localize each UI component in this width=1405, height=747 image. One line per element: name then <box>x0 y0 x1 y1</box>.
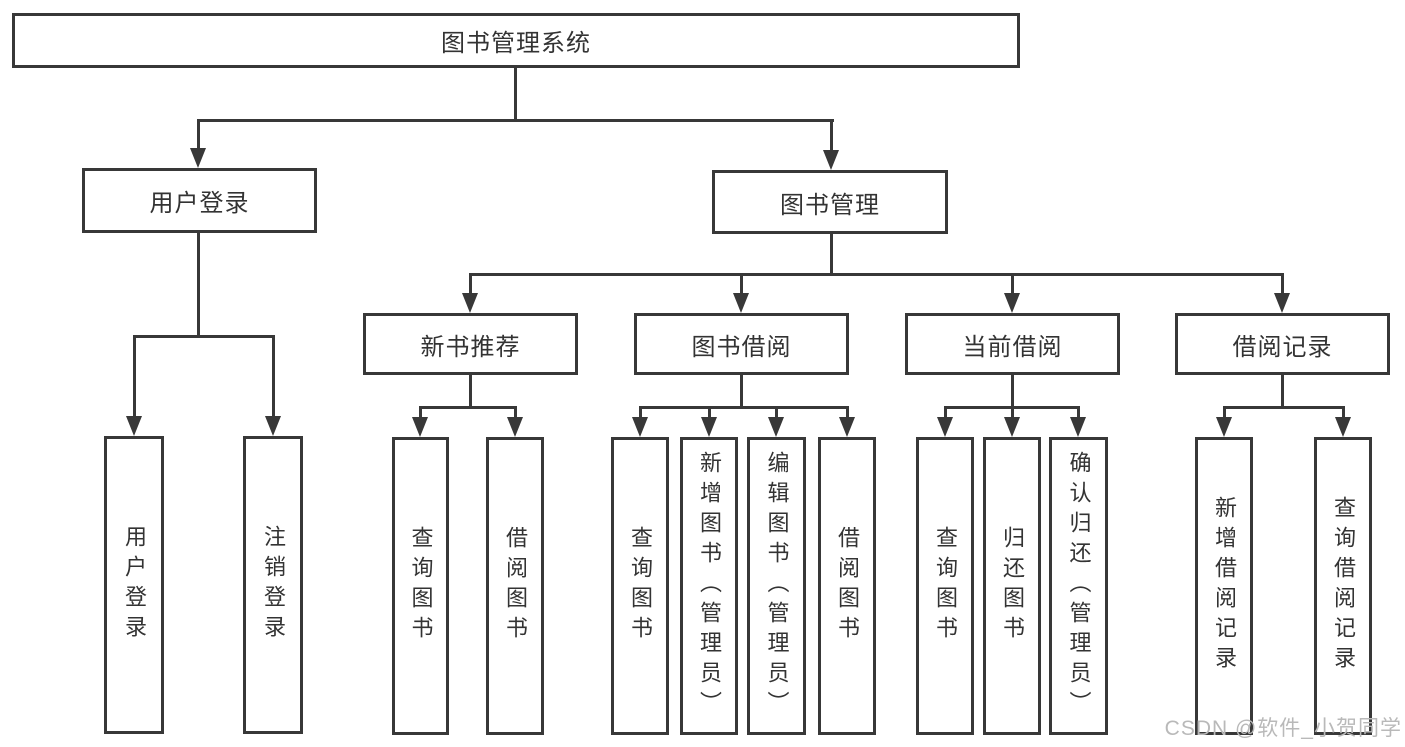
leaf-query-books-1: 查询图书 <box>392 437 449 735</box>
node-borrow-records-label: 借阅记录 <box>1232 333 1333 361</box>
connector-line <box>740 373 743 406</box>
node-book-borrow: 图书借阅 <box>634 313 849 375</box>
arrow-down-icon <box>823 150 839 170</box>
leaf-edit-books-admin: 编辑图书（管理员） <box>747 437 806 735</box>
node-user-login-label: 用户登录 <box>149 190 250 217</box>
connector-line <box>419 406 517 409</box>
connector-line <box>133 335 136 416</box>
arrow-down-icon <box>126 416 142 436</box>
arrow-down-icon <box>1070 417 1086 437</box>
connector-line <box>830 119 833 150</box>
connector-line <box>944 406 947 417</box>
arrow-down-icon <box>768 417 784 437</box>
leaf-label: 注销登录 <box>261 525 286 645</box>
leaf-query-books-3: 查询图书 <box>916 437 974 735</box>
leaf-logout: 注销登录 <box>243 436 303 734</box>
node-current-borrow-label: 当前借阅 <box>962 333 1063 361</box>
connector-line <box>133 335 275 338</box>
connector-line <box>1342 406 1345 417</box>
connector-line <box>1281 373 1284 406</box>
connector-line <box>514 66 517 119</box>
leaf-add-borrow-record: 新增借阅记录 <box>1195 437 1253 735</box>
leaf-user-login: 用户登录 <box>104 436 164 734</box>
leaf-borrow-books-1: 借阅图书 <box>486 437 544 735</box>
connector-line <box>1077 406 1080 417</box>
connector-line <box>846 406 849 417</box>
connector-line <box>830 232 833 273</box>
connector-line <box>197 231 200 335</box>
arrow-down-icon <box>937 417 953 437</box>
arrow-down-icon <box>507 417 523 437</box>
arrow-down-icon <box>1004 417 1020 437</box>
connector-line <box>740 273 743 293</box>
connector-line <box>469 273 472 293</box>
node-book-management-label: 图书管理 <box>780 191 880 219</box>
connector-line <box>469 273 1284 276</box>
node-current-borrow: 当前借阅 <box>905 313 1120 375</box>
connector-line <box>639 406 849 409</box>
leaf-return-books: 归还图书 <box>983 437 1041 735</box>
node-book-borrow-label: 图书借阅 <box>691 333 792 361</box>
connector-line <box>775 406 778 417</box>
connector-line <box>1223 406 1345 409</box>
connector-line <box>197 119 834 122</box>
leaf-borrow-books-2: 借阅图书 <box>818 437 876 735</box>
leaf-label: 查询借阅记录 <box>1331 496 1356 676</box>
arrow-down-icon <box>733 293 749 313</box>
leaf-label: 确认归还（管理员） <box>1066 451 1092 721</box>
connector-line <box>639 406 642 417</box>
node-new-book-recommend: 新书推荐 <box>363 313 578 375</box>
connector-line <box>419 406 422 417</box>
connector-line <box>1011 373 1014 406</box>
leaf-confirm-return-admin: 确认归还（管理员） <box>1049 437 1108 735</box>
arrow-down-icon <box>839 417 855 437</box>
arrow-down-icon <box>1004 293 1020 313</box>
arrow-down-icon <box>190 148 206 168</box>
node-borrow-records: 借阅记录 <box>1175 313 1390 375</box>
node-root: 图书管理系统 <box>12 13 1020 68</box>
connector-line <box>272 335 275 416</box>
connector-line <box>1223 406 1226 417</box>
leaf-label: 归还图书 <box>1000 526 1025 646</box>
leaf-query-books-2: 查询图书 <box>611 437 669 735</box>
arrow-down-icon <box>265 416 281 436</box>
csdn-watermark: CSDN @软件_小贺同学 <box>1164 717 1402 740</box>
leaf-label: 借阅图书 <box>835 526 860 646</box>
arrow-down-icon <box>412 417 428 437</box>
arrow-down-icon <box>462 293 478 313</box>
leaf-label: 新增图书（管理员） <box>697 451 722 721</box>
connector-line <box>1011 406 1014 417</box>
leaf-label: 用户登录 <box>122 525 147 645</box>
leaf-label: 查询图书 <box>933 526 958 646</box>
leaf-add-books-admin: 新增图书（管理员） <box>680 437 738 735</box>
arrow-down-icon <box>1216 417 1232 437</box>
connector-line <box>1011 273 1014 293</box>
node-user-login: 用户登录 <box>82 168 317 233</box>
connector-line <box>708 406 711 417</box>
connector-line <box>514 406 517 417</box>
arrow-down-icon <box>632 417 648 437</box>
connector-line <box>197 119 200 148</box>
leaf-label: 查询图书 <box>628 526 653 646</box>
connector-line <box>469 373 472 406</box>
arrow-down-icon <box>701 417 717 437</box>
leaf-query-borrow-record: 查询借阅记录 <box>1314 437 1372 735</box>
leaf-label: 编辑图书（管理员） <box>764 451 790 721</box>
leaf-label: 借阅图书 <box>503 526 528 646</box>
arrow-down-icon <box>1335 417 1351 437</box>
connector-line <box>1281 273 1284 293</box>
node-root-label: 图书管理系统 <box>441 30 591 57</box>
node-book-management: 图书管理 <box>712 170 948 234</box>
leaf-label: 新增借阅记录 <box>1212 496 1237 676</box>
arrow-down-icon <box>1274 293 1290 313</box>
leaf-label: 查询图书 <box>408 526 434 646</box>
node-new-book-recommend-label: 新书推荐 <box>420 333 521 361</box>
